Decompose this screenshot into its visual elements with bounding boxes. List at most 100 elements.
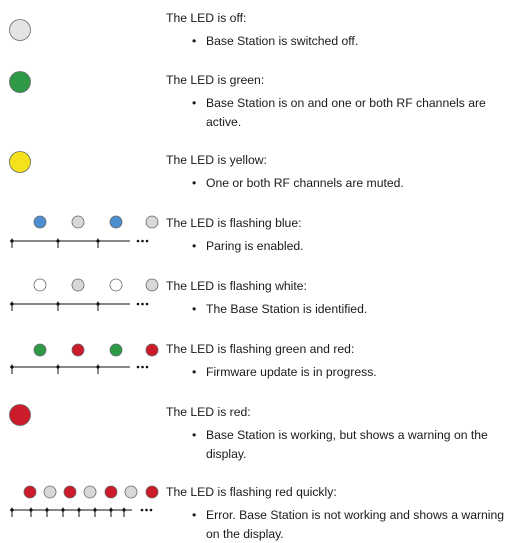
- timeline-node: [96, 365, 100, 369]
- led-circle-red: [145, 343, 159, 357]
- led-circle-off: [43, 485, 57, 499]
- led-circle-off: [83, 485, 97, 499]
- led-graphic: [0, 151, 162, 192]
- led-description: • The Base Station is identified.: [192, 300, 511, 319]
- led-circle-white: [33, 278, 47, 292]
- led-circle-green: [109, 343, 123, 357]
- led-entry-text: The LED is off: • Base Station is switch…: [166, 10, 511, 51]
- led-circle-green: [9, 71, 31, 93]
- led-description-text: Paring is enabled.: [206, 239, 304, 253]
- led-description: • Error. Base Station is not working and…: [192, 506, 511, 543]
- led-entry-text: The LED is flashing white: • The Base St…: [166, 278, 511, 319]
- led-state-label: The LED is red:: [166, 405, 251, 419]
- bullet-icon: •: [192, 302, 197, 316]
- led-description-text: The Base Station is identified.: [206, 302, 368, 316]
- bullet-icon: •: [192, 96, 197, 110]
- led-description: • Base Station is on and one or both RF …: [192, 94, 511, 131]
- led-description-text: One or both RF channels are muted.: [206, 176, 404, 190]
- led-entry-text: The LED is yellow: • One or both RF chan…: [166, 152, 511, 193]
- led-circle-blue: [33, 215, 47, 229]
- timeline-node: [61, 508, 65, 512]
- led-entry-text: The LED is red: • Base Station is workin…: [166, 404, 511, 463]
- bullet-icon: •: [192, 365, 197, 379]
- led-description: • Base Station is working, but shows a w…: [192, 426, 511, 463]
- led-graphic: [0, 71, 162, 112]
- led-circle-red: [23, 485, 37, 499]
- led-circle-off: [145, 278, 159, 292]
- ellipsis-dot: [145, 508, 148, 512]
- led-graphic: [0, 404, 162, 444]
- led-circle-off: [145, 215, 159, 229]
- ellipsis-dot: [136, 302, 140, 306]
- ellipsis-dot: [149, 508, 153, 512]
- led-circle-red: [71, 343, 85, 357]
- led-sequence-icon: [10, 215, 159, 248]
- led-entry-text: The LED is flashing green and red: • Fir…: [166, 341, 511, 382]
- timeline-node: [96, 239, 100, 243]
- led-description: • Base Station is switched off.: [192, 32, 511, 51]
- led-state-label: The LED is off:: [166, 11, 247, 25]
- led-indicator-icon: [9, 71, 31, 93]
- timeline-node: [93, 508, 97, 512]
- ellipsis-dot: [145, 239, 149, 243]
- bullet-icon: •: [192, 508, 197, 522]
- bullet-icon: •: [192, 239, 197, 253]
- led-state-label: The LED is flashing red quickly:: [166, 485, 337, 499]
- led-circle-red: [9, 404, 31, 426]
- timeline-node: [10, 508, 14, 512]
- led-circle-red: [145, 485, 159, 499]
- led-state-label: The LED is green:: [166, 73, 265, 87]
- led-circle-red: [104, 485, 118, 499]
- timeline-node: [56, 239, 60, 243]
- bullet-icon: •: [192, 428, 197, 442]
- timeline-node: [77, 508, 81, 512]
- led-graphic: [0, 10, 162, 50]
- ellipsis-dot: [140, 508, 144, 512]
- led-description: • One or both RF channels are muted.: [192, 174, 511, 193]
- led-description-text: Base Station is on and one or both RF ch…: [206, 96, 486, 129]
- timeline-node: [10, 239, 14, 243]
- timeline-node: [109, 508, 113, 512]
- timeline-node: [10, 365, 14, 369]
- led-entry-text: The LED is flashing red quickly: • Error…: [166, 484, 511, 543]
- timeline-node: [56, 302, 60, 306]
- led-state-label: The LED is yellow:: [166, 153, 267, 167]
- ellipsis-dot: [145, 365, 149, 369]
- ellipsis-dot: [145, 302, 149, 306]
- led-indicator-icon: [9, 404, 31, 426]
- led-circle-red: [63, 485, 77, 499]
- led-circle-off: [9, 19, 31, 41]
- led-circle-blue: [109, 215, 123, 229]
- led-description: • Paring is enabled.: [192, 237, 511, 256]
- bullet-icon: •: [192, 34, 197, 48]
- led-state-label: The LED is flashing green and red:: [166, 342, 355, 356]
- led-indicator-icon: [9, 151, 31, 173]
- timeline-axis: [10, 301, 149, 311]
- timeline-node: [45, 508, 49, 512]
- led-state-label: The LED is flashing white:: [166, 279, 307, 293]
- timeline-axis: [10, 238, 149, 248]
- led-description-text: Base Station is switched off.: [206, 34, 359, 48]
- timeline-node: [56, 365, 60, 369]
- ellipsis-dot: [136, 239, 140, 243]
- led-sequence-icon: [10, 485, 159, 517]
- timeline-axis: [10, 507, 153, 517]
- led-circle-green: [33, 343, 47, 357]
- ellipsis-dot: [141, 302, 144, 306]
- led-graphic: [0, 215, 162, 255]
- led-graphic: [0, 484, 162, 524]
- led-description: • Firmware update is in progress.: [192, 363, 511, 382]
- timeline-node: [96, 302, 100, 306]
- led-description-text: Base Station is working, but shows a war…: [206, 428, 488, 461]
- timeline-axis: [10, 364, 149, 374]
- led-circle-white: [109, 278, 123, 292]
- led-circle-off: [71, 278, 85, 292]
- timeline-node: [29, 508, 33, 512]
- led-circle-off: [71, 215, 85, 229]
- led-sequence-icon: [10, 343, 159, 374]
- led-graphic: [0, 278, 162, 318]
- led-entry-text: The LED is green: • Base Station is on a…: [166, 72, 511, 131]
- led-circle-off: [124, 485, 138, 499]
- timeline-node: [10, 302, 14, 306]
- led-description-text: Firmware update is in progress.: [206, 365, 377, 379]
